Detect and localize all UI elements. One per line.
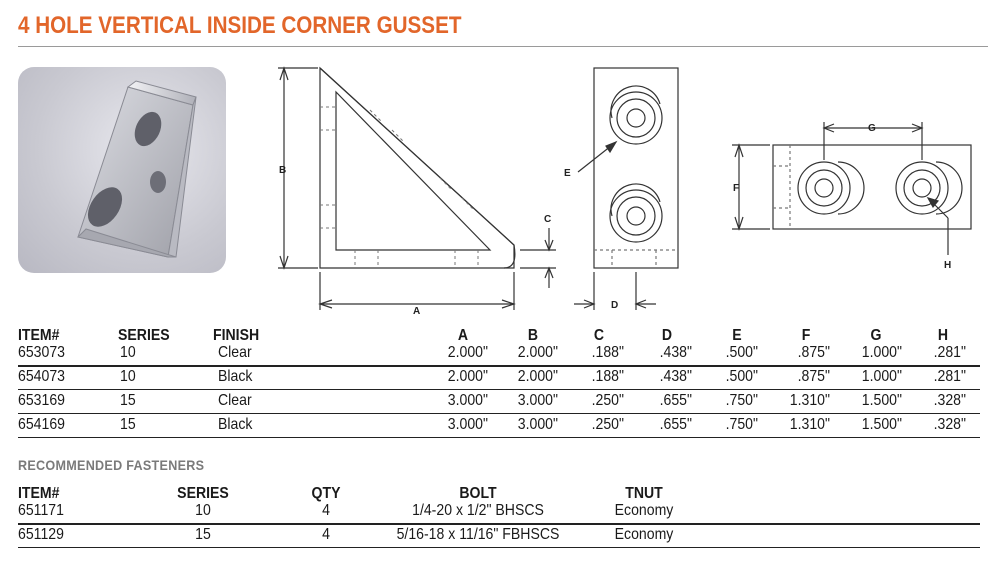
cell-f: .875" bbox=[797, 344, 830, 361]
cell-finish: Black bbox=[218, 368, 253, 385]
cell-finish: Clear bbox=[218, 344, 252, 361]
row-divider bbox=[18, 547, 980, 548]
cell-b: 3.000" bbox=[517, 416, 558, 433]
cell-bolt: 5/16-18 x 11/16" FBHSCS bbox=[396, 526, 560, 543]
label-b: B bbox=[279, 165, 286, 176]
row-divider bbox=[18, 413, 980, 414]
cell-d: .655" bbox=[659, 392, 692, 409]
cell-e: .500" bbox=[725, 344, 758, 361]
cell-item: 654169 bbox=[18, 416, 65, 433]
cell-e: .750" bbox=[725, 392, 758, 409]
cell-h: .328" bbox=[933, 392, 966, 409]
cell-tnut: Economy bbox=[614, 502, 674, 519]
col-tnut: TNUT bbox=[625, 485, 663, 502]
table-row: 653073 10 Clear 2.000" 2.000" .188" .438… bbox=[18, 344, 980, 364]
cell-h: .281" bbox=[933, 368, 966, 385]
table-row: 654169 15 Black 3.000" 3.000" .250" .655… bbox=[18, 416, 980, 436]
fasteners-table-header: ITEM# SERIES QTY BOLT TNUT bbox=[18, 485, 980, 505]
cell-b: 3.000" bbox=[517, 392, 558, 409]
cell-qty: 4 bbox=[322, 526, 330, 543]
cell-g: 1.500" bbox=[861, 416, 902, 433]
cell-d: .655" bbox=[659, 416, 692, 433]
page-title: 4 HOLE VERTICAL INSIDE CORNER GUSSET bbox=[18, 12, 462, 39]
cell-a: 3.000" bbox=[447, 392, 488, 409]
cell-g: 1.500" bbox=[861, 392, 902, 409]
row-divider bbox=[18, 389, 980, 390]
col-d: D bbox=[661, 327, 673, 344]
label-c: C bbox=[544, 214, 551, 225]
cell-c: .188" bbox=[591, 344, 624, 361]
cell-item: 653073 bbox=[18, 344, 65, 361]
cell-f: .875" bbox=[797, 368, 830, 385]
cell-c: .188" bbox=[591, 368, 624, 385]
cell-item: 653169 bbox=[18, 392, 65, 409]
col-finish: FINISH bbox=[213, 327, 260, 344]
gusset-photo-illustration bbox=[77, 80, 197, 258]
cell-series: 10 bbox=[120, 344, 136, 361]
label-a: A bbox=[413, 306, 420, 317]
col-f: F bbox=[801, 327, 811, 344]
cell-b: 2.000" bbox=[517, 344, 558, 361]
cell-item: 651129 bbox=[18, 526, 64, 543]
cell-f: 1.310" bbox=[789, 416, 830, 433]
table-row: 651129 15 4 5/16-18 x 11/16" FBHSCS Econ… bbox=[18, 526, 980, 546]
row-divider bbox=[18, 365, 980, 367]
label-e: E bbox=[564, 168, 571, 179]
col-series: SERIES bbox=[177, 485, 229, 502]
col-qty: QTY bbox=[311, 485, 341, 502]
cell-item: 654073 bbox=[18, 368, 65, 385]
col-g: G bbox=[870, 327, 882, 344]
cell-a: 3.000" bbox=[447, 416, 488, 433]
cell-tnut: Economy bbox=[614, 526, 674, 543]
cell-f: 1.310" bbox=[789, 392, 830, 409]
row-divider bbox=[18, 437, 980, 438]
col-c: C bbox=[593, 327, 605, 344]
cell-item: 651171 bbox=[18, 502, 64, 519]
cell-d: .438" bbox=[659, 368, 692, 385]
technical-drawings: B A C E D G F H bbox=[278, 66, 972, 317]
cell-series: 15 bbox=[120, 392, 136, 409]
table-row: 651171 10 4 1/4-20 x 1/2" BHSCS Economy bbox=[18, 502, 980, 522]
table-row: 653169 15 Clear 3.000" 3.000" .250" .655… bbox=[18, 392, 980, 412]
cell-a: 2.000" bbox=[447, 344, 488, 361]
cell-finish: Black bbox=[218, 416, 253, 433]
cell-series: 10 bbox=[195, 502, 211, 519]
cell-b: 2.000" bbox=[517, 368, 558, 385]
cell-bolt: 1/4-20 x 1/2" BHSCS bbox=[412, 502, 544, 519]
cell-e: .750" bbox=[725, 416, 758, 433]
cell-series: 15 bbox=[195, 526, 211, 543]
fasteners-title: RECOMMENDED FASTENERS bbox=[18, 457, 205, 473]
spec-table-header: ITEM# SERIES FINISH A B C D E F G H bbox=[18, 327, 980, 347]
col-series: SERIES bbox=[118, 327, 170, 344]
cell-g: 1.000" bbox=[861, 344, 902, 361]
cell-h: .281" bbox=[933, 344, 966, 361]
col-bolt: BOLT bbox=[459, 485, 497, 502]
table-row: 654073 10 Black 2.000" 2.000" .188" .438… bbox=[18, 368, 980, 388]
cell-c: .250" bbox=[591, 416, 624, 433]
col-b: B bbox=[527, 327, 539, 344]
label-g: G bbox=[868, 123, 876, 134]
title-rule bbox=[18, 46, 988, 47]
product-photo bbox=[18, 67, 226, 273]
label-d: D bbox=[611, 300, 618, 311]
cell-c: .250" bbox=[591, 392, 624, 409]
col-h: H bbox=[937, 327, 949, 344]
row-divider bbox=[18, 523, 980, 525]
cell-a: 2.000" bbox=[447, 368, 488, 385]
cell-e: .500" bbox=[725, 368, 758, 385]
cell-h: .328" bbox=[933, 416, 966, 433]
col-item: ITEM# bbox=[18, 485, 60, 502]
cell-series: 10 bbox=[120, 368, 136, 385]
cell-qty: 4 bbox=[322, 502, 330, 519]
cell-series: 15 bbox=[120, 416, 136, 433]
cell-g: 1.000" bbox=[861, 368, 902, 385]
label-f: F bbox=[733, 183, 739, 194]
cell-d: .438" bbox=[659, 344, 692, 361]
col-item: ITEM# bbox=[18, 327, 60, 344]
col-a: A bbox=[457, 327, 469, 344]
col-e: E bbox=[732, 327, 742, 344]
label-h: H bbox=[944, 260, 951, 271]
cell-finish: Clear bbox=[218, 392, 252, 409]
